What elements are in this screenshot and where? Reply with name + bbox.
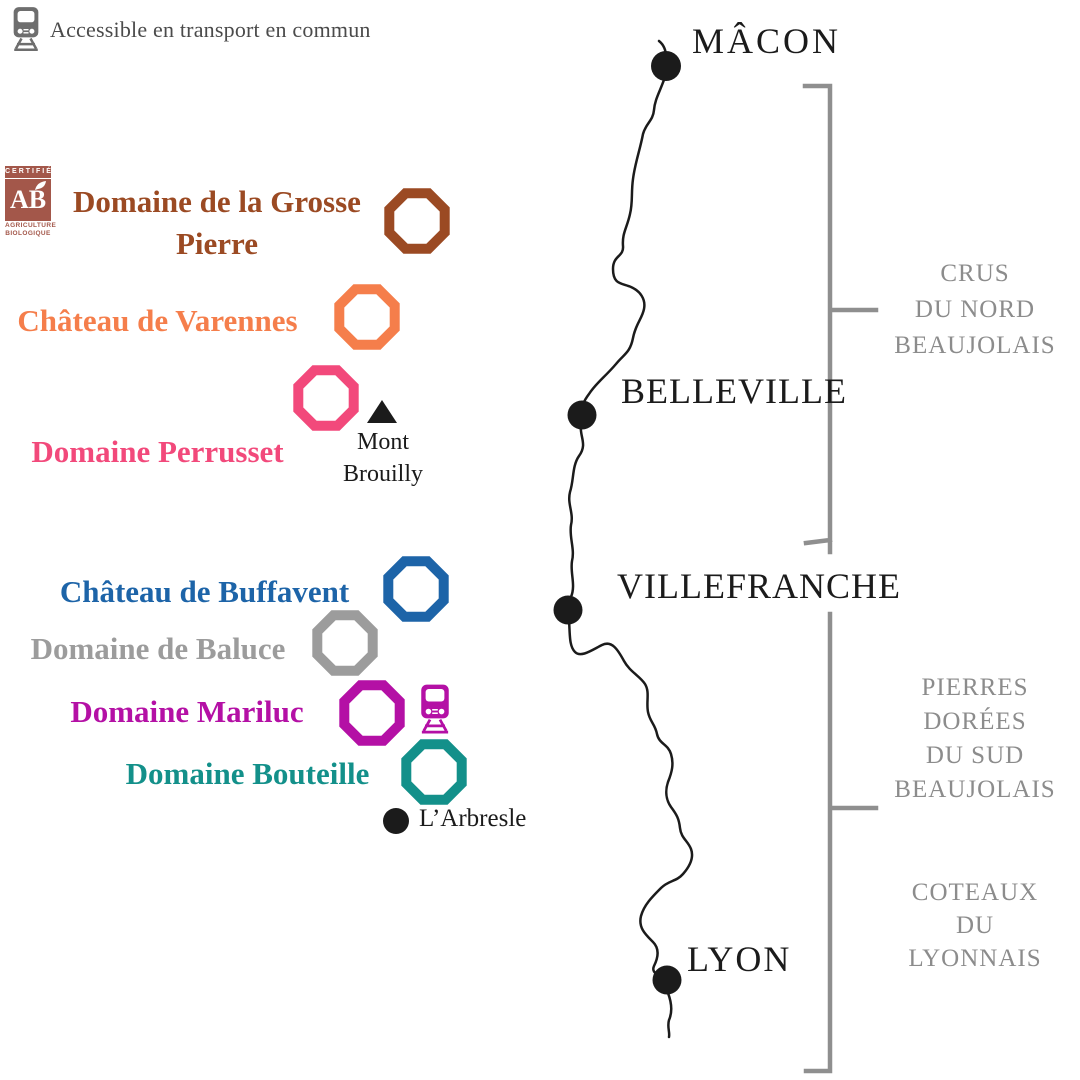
city-label-belleville: BELLEVILLE bbox=[621, 371, 847, 411]
domain-label-varennes: Château de Varennes bbox=[17, 303, 298, 338]
city-dot-villefranche bbox=[553, 595, 583, 625]
region-label-coteaux-lyonnais: COTEAUX DU LYONNAIS bbox=[908, 879, 1042, 972]
ab-leaf-icon bbox=[35, 181, 46, 190]
saone-river-line bbox=[566, 39, 694, 1039]
ab-certified-banner: CERTIFIÉ bbox=[5, 166, 51, 178]
region-label-crus-du-nord: CRUS DU NORD BEAUJOLAIS bbox=[894, 260, 1056, 359]
bracket-crus-nord bbox=[802, 83, 879, 555]
bracket-sud-beaujolais bbox=[803, 611, 879, 1074]
region-label-pierres-dorees: PIERRES DORÉES DU SUD BEAUJOLAIS bbox=[894, 674, 1056, 803]
transit-legend-label: Accessible en transport en commun bbox=[50, 17, 371, 42]
marker-octagon-perrusset bbox=[293, 365, 359, 431]
marker-octagon-varennes bbox=[334, 284, 400, 350]
city-dot-lyon bbox=[652, 965, 682, 995]
mont-brouilly-label: Mont Brouilly bbox=[342, 429, 423, 487]
marker-octagon-buffavent bbox=[383, 556, 449, 622]
marker-octagon-bouteille bbox=[401, 739, 467, 805]
mariluc-train-icon bbox=[421, 684, 449, 734]
domain-label-mariluc: Domaine Mariluc bbox=[70, 694, 304, 729]
domain-label-bouteille: Domaine Bouteille bbox=[125, 756, 370, 791]
ab-initials: AB bbox=[9, 185, 47, 214]
city-dot-macon bbox=[651, 51, 681, 81]
domain-label-baluce: Domaine de Baluce bbox=[30, 631, 286, 666]
city-label-macon: MÂCON bbox=[692, 21, 842, 61]
city-label-villefranche: VILLEFRANCHE bbox=[617, 566, 901, 606]
domain-label-perrusset: Domaine Perrusset bbox=[31, 434, 284, 469]
ab-footer: AGRICULTURE BIOLOGIQUE bbox=[5, 222, 57, 237]
larbresle-marker bbox=[383, 808, 409, 834]
marker-octagon-mariluc bbox=[339, 680, 405, 746]
city-label-lyon: LYON bbox=[687, 939, 792, 979]
ab-organic-logo: CERTIFIÉ AB AGRICULTURE BIOLOGIQUE bbox=[5, 166, 57, 238]
marker-octagon-baluce bbox=[312, 610, 378, 676]
mont-brouilly-marker bbox=[367, 400, 397, 423]
domain-label-buffavent: Château de Buffavent bbox=[59, 574, 350, 609]
larbresle-label: L’Arbresle bbox=[419, 805, 527, 832]
train-icon bbox=[13, 7, 39, 52]
marker-octagon-grosse-pierre bbox=[384, 188, 450, 254]
city-dot-belleville bbox=[567, 400, 597, 430]
domain-label-grosse-pierre: Domaine de la Grosse Pierre bbox=[73, 184, 361, 261]
ab-logo-square: AB bbox=[5, 179, 51, 221]
